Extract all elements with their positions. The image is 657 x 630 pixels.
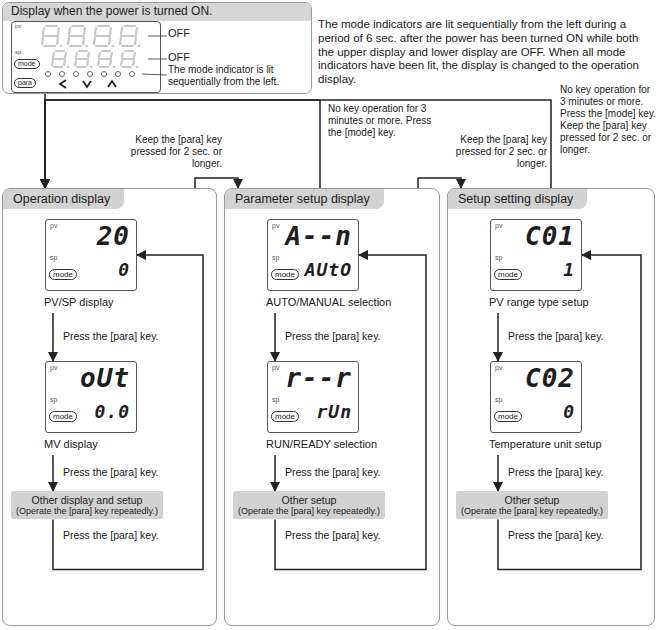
pv-tag: pv [495,364,502,372]
display-caption: PV/SP display [44,296,114,309]
edge-label: Press the [para] key. [283,529,383,542]
sp-tag: sp [495,396,502,404]
status-label: OFF [168,51,190,64]
flow-arrow [274,313,276,361]
flow-arrow [497,455,499,491]
lower-readout: rUn [316,402,352,423]
other-setup-box: Other setup(Operate the [para] key repea… [456,491,608,519]
edge-label: Press the [para] key. [506,529,606,542]
mode-key: mode [494,411,522,422]
mode-key: mode [14,59,40,69]
upper-readout: C02 [525,364,575,394]
lower-readout: 1 [563,260,575,281]
status-label: OFF [168,27,190,40]
flow-arrow [274,455,276,491]
edge-label: Press the [para] key. [506,466,606,479]
pv-tag: pv [495,222,502,230]
edge-label: No key operation for 3 minutes or more. … [558,84,657,156]
flow-arrow [195,178,238,188]
box-heading: Display when the power is turned ON. [3,3,311,21]
other-setup-box: Other display and setup(Operate the [par… [11,491,163,519]
callout-note: The mode indicator is lit sequentially f… [168,64,308,88]
pv-tag: pv [272,364,279,372]
display-screen: pv20spmode0PV/SP display [45,219,137,291]
mode-panel: Parameter setup display pv A--n sp mode AUtO A… [224,188,440,626]
edge-label: Press the [para] key. [61,529,161,542]
other-setup-box: Other setup(Operate the [para] key repea… [233,491,385,519]
mode-key: mode [49,411,77,422]
lower-readout: 0 [563,402,575,423]
step-note: (Operate the [para] key repeatedly.) [461,506,603,516]
lower-readout: 0.0 [94,402,130,423]
display-caption: RUN/READY selection [266,438,377,451]
mode-key: mode [271,269,299,280]
sp-tag: sp [50,396,57,404]
upper-readout: C01 [525,222,575,252]
lower-readout: AUtO [305,260,352,281]
upper-readout: oUt [80,364,130,394]
flow-arrow [45,100,551,188]
para-key: para [14,78,36,88]
display-caption: MV display [44,438,98,451]
mode-key: mode [49,269,77,280]
lower-readout: 0 [118,260,130,281]
display-screen: pvr--rspmoderUnRUN/READY selection [267,361,359,433]
panel-heading: Operation display [3,189,124,209]
mode-key: mode [271,411,299,422]
display-screen: pvC01spmode1PV range type setup [490,219,582,291]
edge-label: No key operation for 3 minutes or more. … [326,103,442,139]
flow-arrow [52,455,54,491]
step-title: Other display and setup [16,494,158,506]
pv-tag: pv [15,23,21,30]
flow-arrow [418,178,461,188]
sp-tag: sp [15,49,21,56]
mode-key: mode [494,269,522,280]
display-screen: pvA--nspmodeAUtOAUTO/MANUAL selection [267,219,359,291]
flow-arrow [45,100,320,188]
panel-heading: Parameter setup display [225,189,384,209]
step-title: Other setup [461,494,603,506]
edge-label: Press the [para] key. [283,466,383,479]
display-caption: AUTO/MANUAL selection [266,296,391,309]
sp-tag: sp [495,254,502,262]
display-screen: pvC02spmode0Temperature unit setup [490,361,582,433]
sp-tag: sp [272,254,279,262]
edge-label: Press the [para] key. [283,330,383,343]
panel-heading: Setup setting display [448,189,587,209]
upper-readout: A--n [285,222,352,252]
mode-panel: Setup setting display pv C01 sp mode 1 PV rang… [447,188,655,626]
flow-arrow [52,313,54,361]
edge-label: Keep the [para] key pressed for 2 sec. o… [117,134,224,170]
mode-panel: Operation display pv 20 sp mode 0PV/SP displa… [2,188,217,626]
pv-tag: pv [50,222,57,230]
sp-tag: sp [50,254,57,262]
step-title: Other setup [238,494,380,506]
controller-display: pv sp mode para [11,21,161,93]
upper-readout: 20 [97,222,130,252]
edge-label: Press the [para] key. [61,466,161,479]
upper-readout: r--r [285,364,352,394]
device-illustration [12,22,162,94]
step-note: (Operate the [para] key repeatedly.) [16,506,158,516]
edge-label: Press the [para] key. [506,330,606,343]
edge-label: Press the [para] key. [61,330,161,343]
sp-tag: sp [272,396,279,404]
display-screen: pvoUtspmode0.0MV display [45,361,137,433]
pv-tag: pv [272,222,279,230]
display-caption: Temperature unit setup [489,438,602,451]
pv-tag: pv [50,364,57,372]
flow-arrow [497,313,499,361]
display-caption: PV range type setup [489,296,589,309]
step-note: (Operate the [para] key repeatedly.) [238,506,380,516]
edge-label: Keep the [para] key pressed for 2 sec. o… [445,134,549,170]
description-note: The mode indicators are lit sequentially… [318,18,652,87]
